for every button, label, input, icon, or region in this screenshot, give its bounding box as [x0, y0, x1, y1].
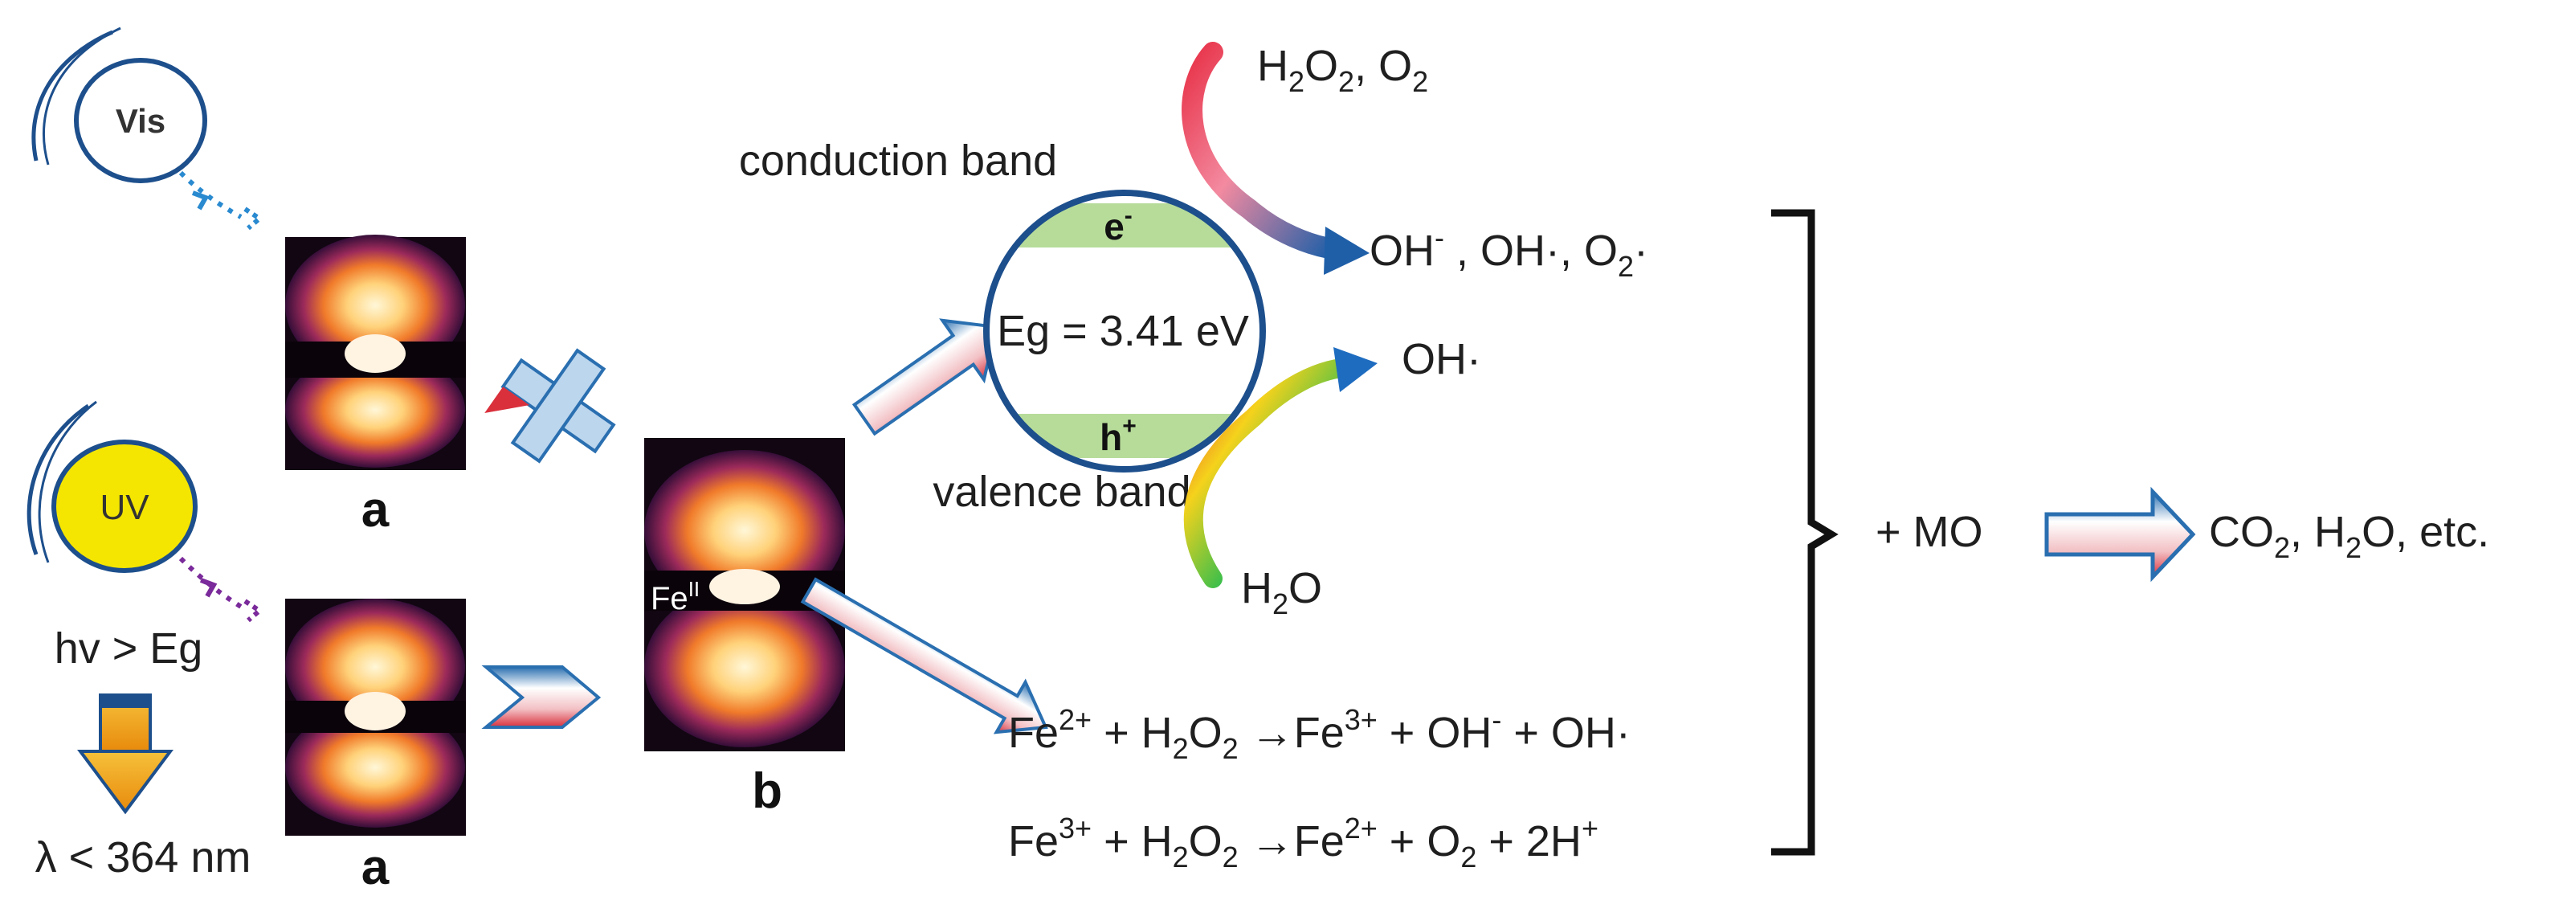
vis-label: Vis	[116, 102, 165, 140]
down-arrow	[77, 693, 174, 815]
reduction-curved-arrow	[1182, 42, 1370, 275]
panel-a-top: a	[285, 235, 466, 538]
radicals-label: OH- , OH·, O2·	[1370, 221, 1648, 283]
lambda-label: λ < 364 nm	[35, 833, 251, 882]
conduction-band-label: conduction band	[739, 137, 1057, 185]
vis-source: Vis	[31, 27, 263, 231]
uv-circle	[51, 440, 198, 573]
result-arrow-icon	[2044, 486, 2196, 583]
h2o-label: H2O	[1241, 564, 1322, 620]
right-brace	[1771, 209, 1839, 856]
vis-circle	[74, 58, 207, 183]
fenton-reaction-1: Fe2+ + H2O2 →Fe3+ + OH- + OH·	[1008, 703, 1631, 765]
band-gap-label: Eg = 3.41 eV	[997, 307, 1249, 355]
uv-source: UV hv > Eg λ < 364 nm	[27, 400, 263, 882]
band-circle	[983, 190, 1266, 472]
panel-b-label: b	[752, 763, 782, 819]
band-diagram: conduction band e- Eg = 3.41 eV h+ valen…	[739, 137, 1266, 516]
hole-label: h+	[1100, 413, 1137, 458]
vis-beam-arc	[31, 30, 113, 162]
panel-a-bottom: a	[285, 599, 466, 895]
uv-beam-arc	[27, 403, 90, 555]
chevron-arrow-icon	[481, 665, 602, 729]
oxidation-curved-arrow	[1183, 347, 1378, 588]
fe-ii-label: FeII	[651, 577, 700, 616]
panel-a-bottom-label: a	[361, 840, 390, 895]
products-label: CO2, H2O, etc.	[2209, 508, 2489, 564]
electron-label: e-	[1104, 202, 1133, 248]
panel-a-top-label: a	[361, 482, 390, 538]
arrow-to-fenton	[800, 577, 1048, 734]
vis-dotted-arrow	[178, 170, 243, 219]
panel-b: FeII b	[644, 438, 845, 819]
oh-radical-label: OH·	[1402, 335, 1481, 383]
mo-label: + MO	[1876, 508, 1983, 556]
uv-label: UV	[100, 488, 149, 527]
valence-band-label: valence band	[933, 468, 1190, 516]
hv-gt-eg-label: hv > Eg	[55, 624, 203, 673]
fenton-reaction-2: Fe3+ + H2O2 →Fe2+ + O2 + 2H+	[1008, 812, 1598, 873]
cross-arrow-icon	[484, 348, 616, 464]
h2o2-o2-label: H2O2, O2	[1257, 42, 1428, 98]
